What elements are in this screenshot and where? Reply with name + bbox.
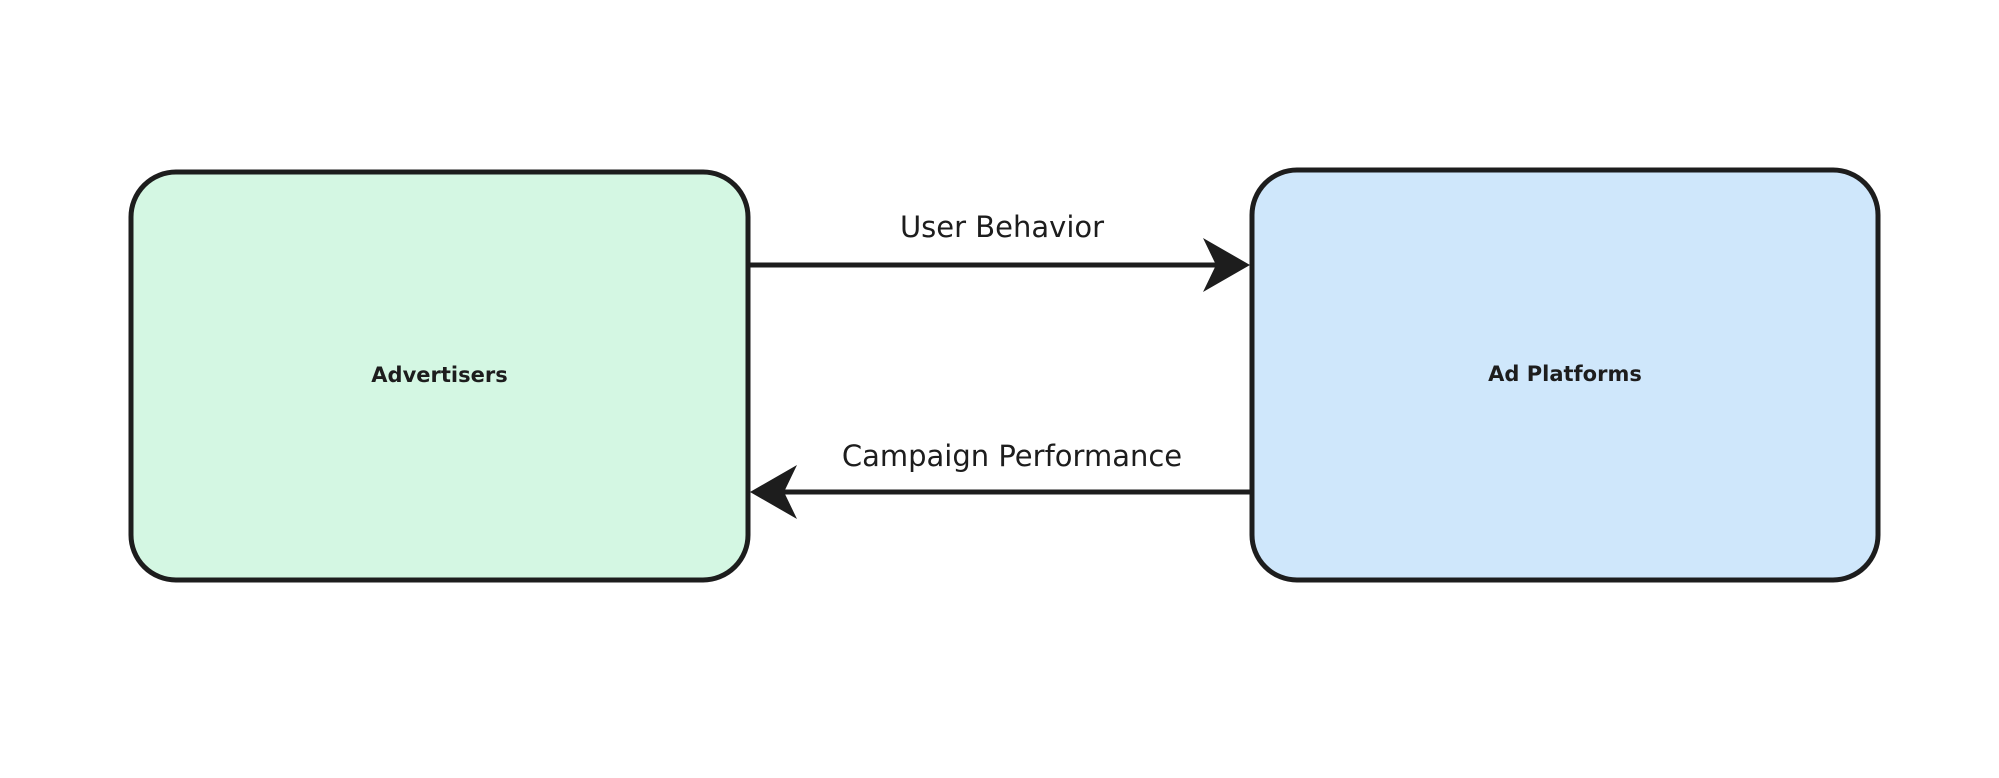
edge-campaign-performance-label: Campaign Performance bbox=[842, 439, 1182, 473]
node-advertisers[interactable]: Advertisers bbox=[128, 169, 751, 583]
edge-campaign-performance-arrowhead-icon bbox=[750, 465, 797, 519]
edge-user-behavior-label: User Behavior bbox=[900, 210, 1104, 244]
node-advertisers-label: Advertisers bbox=[371, 363, 507, 387]
edge-user-behavior[interactable]: User Behavior bbox=[748, 210, 1250, 292]
edge-user-behavior-arrowhead-icon bbox=[1203, 238, 1250, 292]
node-ad-platforms-label: Ad Platforms bbox=[1488, 362, 1642, 386]
edge-campaign-performance[interactable]: Campaign Performance bbox=[750, 439, 1252, 519]
node-advertisers-shape[interactable] bbox=[128, 169, 751, 583]
node-ad-platforms-shape[interactable] bbox=[1249, 167, 1881, 583]
node-ad-platforms[interactable]: Ad Platforms bbox=[1249, 167, 1881, 583]
